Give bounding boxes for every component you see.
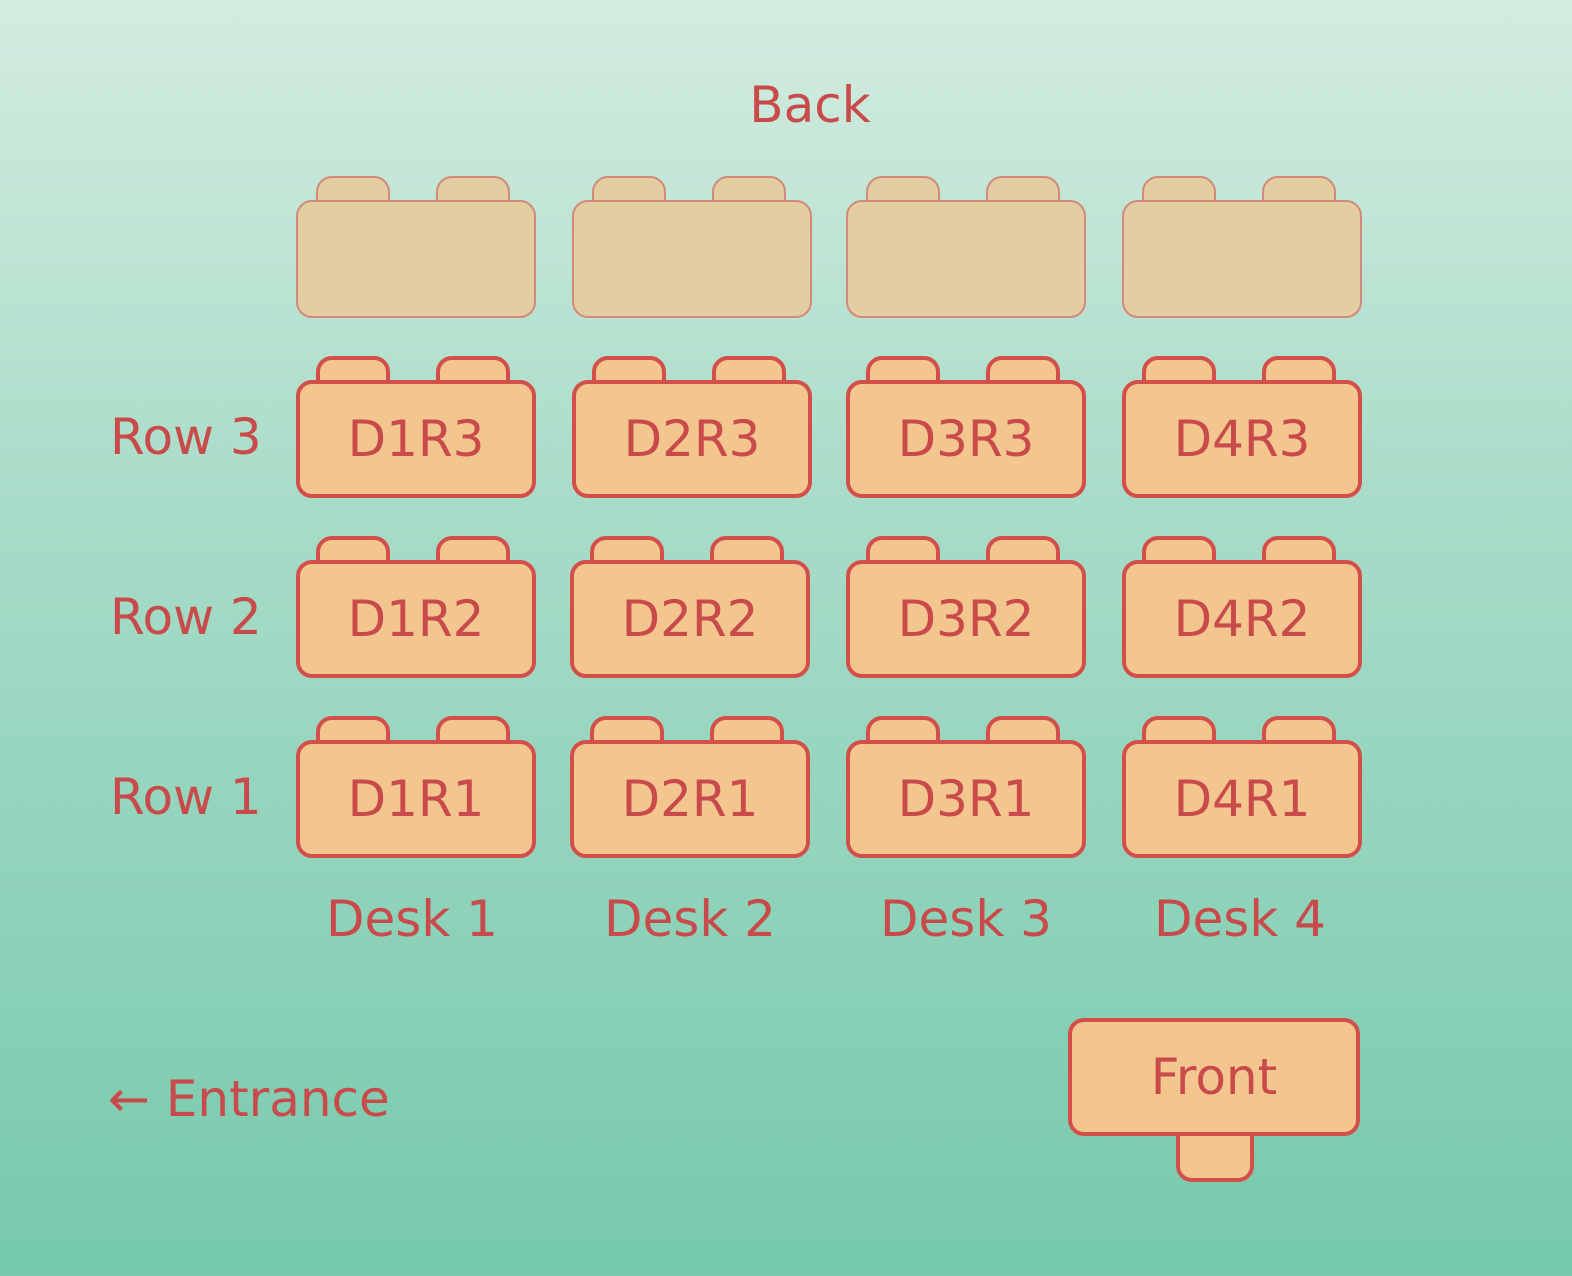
seat-label: D1R3 [296, 380, 536, 498]
seat-d2r2[interactable]: D2R2 [570, 536, 810, 678]
seat-label: D3R1 [846, 740, 1086, 858]
seat-d3r2[interactable]: D3R2 [846, 536, 1086, 678]
seat-body [572, 200, 812, 318]
seat-label: D4R1 [1122, 740, 1362, 858]
seat-d4r3[interactable]: D4R3 [1122, 356, 1362, 498]
front-desk-bump [1176, 1128, 1254, 1182]
seat-d1r3[interactable]: D1R3 [296, 356, 536, 498]
seat-d3r1[interactable]: D3R1 [846, 716, 1086, 858]
seat-label: D3R3 [846, 380, 1086, 498]
seat-d2r1[interactable]: D2R1 [570, 716, 810, 858]
seat-label: D2R2 [570, 560, 810, 678]
seat-label: D4R2 [1122, 560, 1362, 678]
seat-label: D1R1 [296, 740, 536, 858]
seat-d2r3[interactable]: D2R3 [572, 356, 812, 498]
row-label-1: Row 1 [110, 768, 262, 826]
seat-label: D2R3 [572, 380, 812, 498]
empty-seat-back-1 [296, 176, 536, 318]
seat-label: D4R3 [1122, 380, 1362, 498]
row-label-2: Row 2 [110, 588, 262, 646]
row-label-3: Row 3 [110, 408, 262, 466]
seat-d4r1[interactable]: D4R1 [1122, 716, 1362, 858]
seat-label: D2R1 [570, 740, 810, 858]
seat-d4r2[interactable]: D4R2 [1122, 536, 1362, 678]
seat-d3r3[interactable]: D3R3 [846, 356, 1086, 498]
empty-seat-back-2 [572, 176, 812, 318]
seat-body [846, 200, 1086, 318]
empty-seat-back-3 [846, 176, 1086, 318]
seat-body [1122, 200, 1362, 318]
seat-body [296, 200, 536, 318]
empty-seat-back-4 [1122, 176, 1362, 318]
desk-label-1: Desk 1 [326, 890, 498, 948]
back-label: Back [749, 76, 871, 134]
entrance-label: ← Entrance [108, 1070, 390, 1128]
front-label: Front [1068, 1018, 1360, 1136]
seat-label: D3R2 [846, 560, 1086, 678]
seat-d1r2[interactable]: D1R2 [296, 536, 536, 678]
front-desk: Front [1068, 1018, 1360, 1182]
desk-label-2: Desk 2 [604, 890, 776, 948]
desk-label-3: Desk 3 [880, 890, 1052, 948]
seat-d1r1[interactable]: D1R1 [296, 716, 536, 858]
seat-label: D1R2 [296, 560, 536, 678]
desk-label-4: Desk 4 [1154, 890, 1326, 948]
